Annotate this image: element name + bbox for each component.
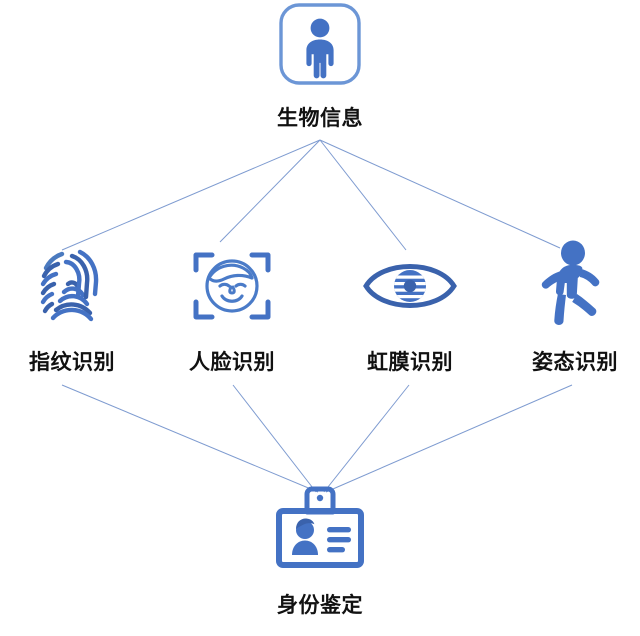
face-scan-icon <box>182 238 282 334</box>
node-face[interactable]: 人脸识别 <box>152 238 312 376</box>
edge-bioinfo-iris <box>319 139 407 251</box>
edge-bioinfo-gait <box>319 139 561 249</box>
node-iris-label: 虹膜识别 <box>367 351 453 374</box>
fingerprint-icon <box>22 238 122 334</box>
node-bioinfo[interactable]: 生物信息 <box>250 2 390 132</box>
edge-iris-identity <box>323 384 410 493</box>
eye-iris-icon <box>360 238 460 334</box>
edge-face-identity <box>232 384 317 493</box>
node-face-label: 人脸识别 <box>189 351 275 374</box>
node-identity-label: 身份鉴定 <box>277 594 363 617</box>
person-in-rounded-square-icon <box>278 2 362 86</box>
id-badge-card-icon <box>270 485 370 571</box>
edge-bioinfo-fingerprint <box>61 139 321 251</box>
walking-person-icon <box>525 238 625 334</box>
node-gait[interactable]: 姿态识别 <box>495 238 640 376</box>
node-bioinfo-label: 生物信息 <box>277 107 363 130</box>
node-fingerprint[interactable]: 指纹识别 <box>0 238 152 376</box>
edge-fingerprint-identity <box>61 384 319 493</box>
node-iris[interactable]: 虹膜识别 <box>330 238 490 376</box>
node-identity[interactable]: 身份鉴定 <box>250 485 390 619</box>
node-fingerprint-label: 指纹识别 <box>29 351 115 374</box>
node-gait-label: 姿态识别 <box>532 351 618 374</box>
edge-gait-identity <box>325 384 573 493</box>
edge-bioinfo-face <box>219 139 321 243</box>
